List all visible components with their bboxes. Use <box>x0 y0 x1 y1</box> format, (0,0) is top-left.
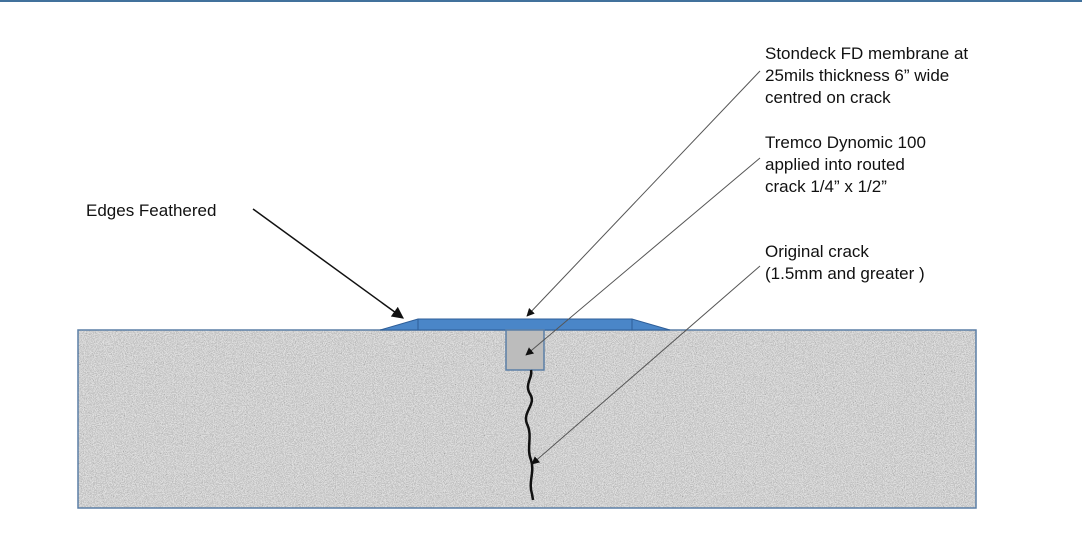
label-original-crack: Original crack (1.5mm and greater ) <box>765 241 925 285</box>
label-sealant-line-1: Tremco Dynomic 100 <box>765 133 926 152</box>
leader-crack <box>531 265 761 465</box>
label-membrane-line-2: 25mils thickness 6” wide <box>765 66 950 85</box>
label-sealant-line-2: applied into routed <box>765 155 905 174</box>
membrane <box>379 318 671 331</box>
label-edges-feathered: Edges Feathered <box>86 201 217 220</box>
sealant-routed-joint <box>505 329 545 371</box>
label-membrane: Stondeck FD membrane at 25mils thickness… <box>765 43 968 109</box>
label-crack-line-1: Original crack <box>765 242 869 261</box>
label-membrane-line-1: Stondeck FD membrane at <box>765 44 969 63</box>
label-sealant: Tremco Dynomic 100 applied into routed c… <box>765 132 926 198</box>
leader-edges <box>252 208 404 319</box>
leader-sealant <box>525 157 761 356</box>
label-sealant-line-3: crack 1/4” x 1/2” <box>765 177 887 196</box>
leader-membrane <box>526 70 761 317</box>
label-crack-line-2: (1.5mm and greater ) <box>765 264 925 283</box>
top-rule <box>0 0 1082 2</box>
original-crack <box>524 369 535 501</box>
label-membrane-line-3: centred on crack <box>765 88 891 107</box>
